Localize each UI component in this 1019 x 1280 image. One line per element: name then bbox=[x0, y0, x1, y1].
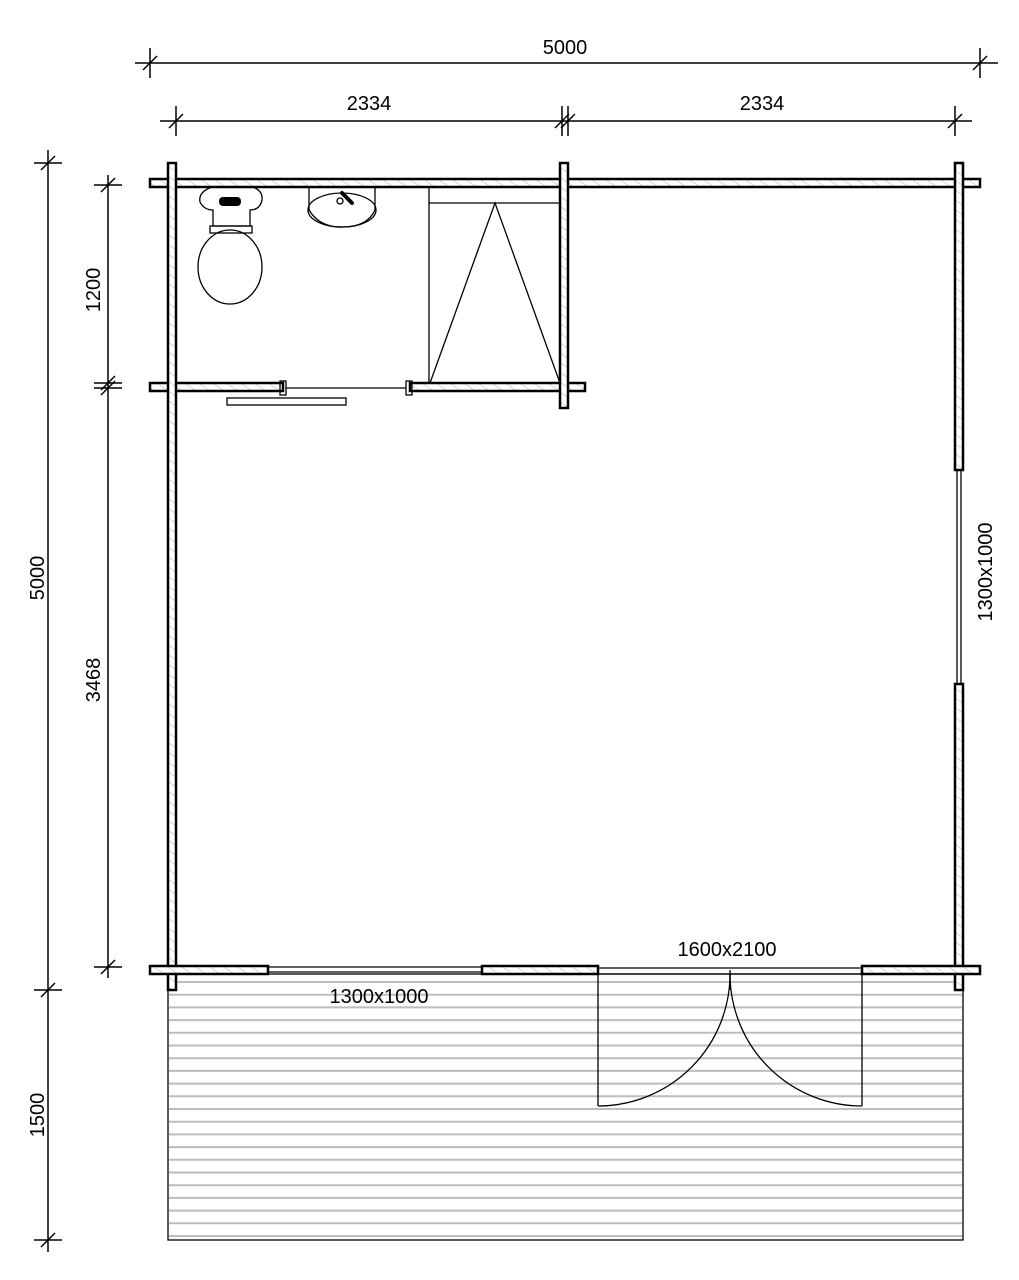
bathroom-wall-right bbox=[408, 381, 587, 393]
dimension-tick bbox=[168, 113, 184, 129]
dimension-lines bbox=[34, 48, 998, 1252]
dim-total-depth: 5000 bbox=[27, 556, 49, 601]
bottom-wall-3 bbox=[860, 964, 982, 976]
label-front-window: 1300x1000 bbox=[330, 986, 429, 1008]
dim-total-width: 5000 bbox=[543, 37, 588, 59]
shower bbox=[428, 187, 561, 384]
right-wall-lower bbox=[953, 682, 965, 992]
front-door bbox=[597, 967, 863, 1107]
left-wall bbox=[166, 161, 178, 992]
partition-wall bbox=[558, 161, 570, 410]
dim-left-width: 2334 bbox=[347, 93, 392, 115]
bathroom-sliding-door bbox=[226, 380, 413, 406]
dim-main-room-depth: 3468 bbox=[83, 658, 105, 703]
toilet bbox=[197, 186, 263, 305]
front-window bbox=[268, 966, 482, 973]
right-window bbox=[956, 470, 962, 684]
label-front-door: 1600x2100 bbox=[678, 939, 777, 961]
walls bbox=[148, 161, 982, 992]
label-right-window: 1300x1000 bbox=[975, 523, 997, 622]
bottom-wall-1 bbox=[148, 964, 270, 976]
terrace-deck bbox=[167, 973, 964, 1241]
dimension-tick bbox=[560, 113, 576, 129]
bottom-wall-2 bbox=[480, 964, 600, 976]
bathroom-wall bbox=[148, 381, 285, 393]
dim-bathroom-depth: 1200 bbox=[83, 268, 105, 313]
dimension-tick bbox=[142, 55, 158, 71]
sink bbox=[307, 187, 377, 228]
dimension-tick bbox=[554, 113, 570, 129]
dimension-tick bbox=[972, 55, 988, 71]
dim-right-width: 2334 bbox=[740, 93, 785, 115]
right-wall-upper bbox=[953, 161, 965, 472]
dimension-tick bbox=[947, 113, 963, 129]
dim-terrace-depth: 1500 bbox=[27, 1093, 49, 1138]
